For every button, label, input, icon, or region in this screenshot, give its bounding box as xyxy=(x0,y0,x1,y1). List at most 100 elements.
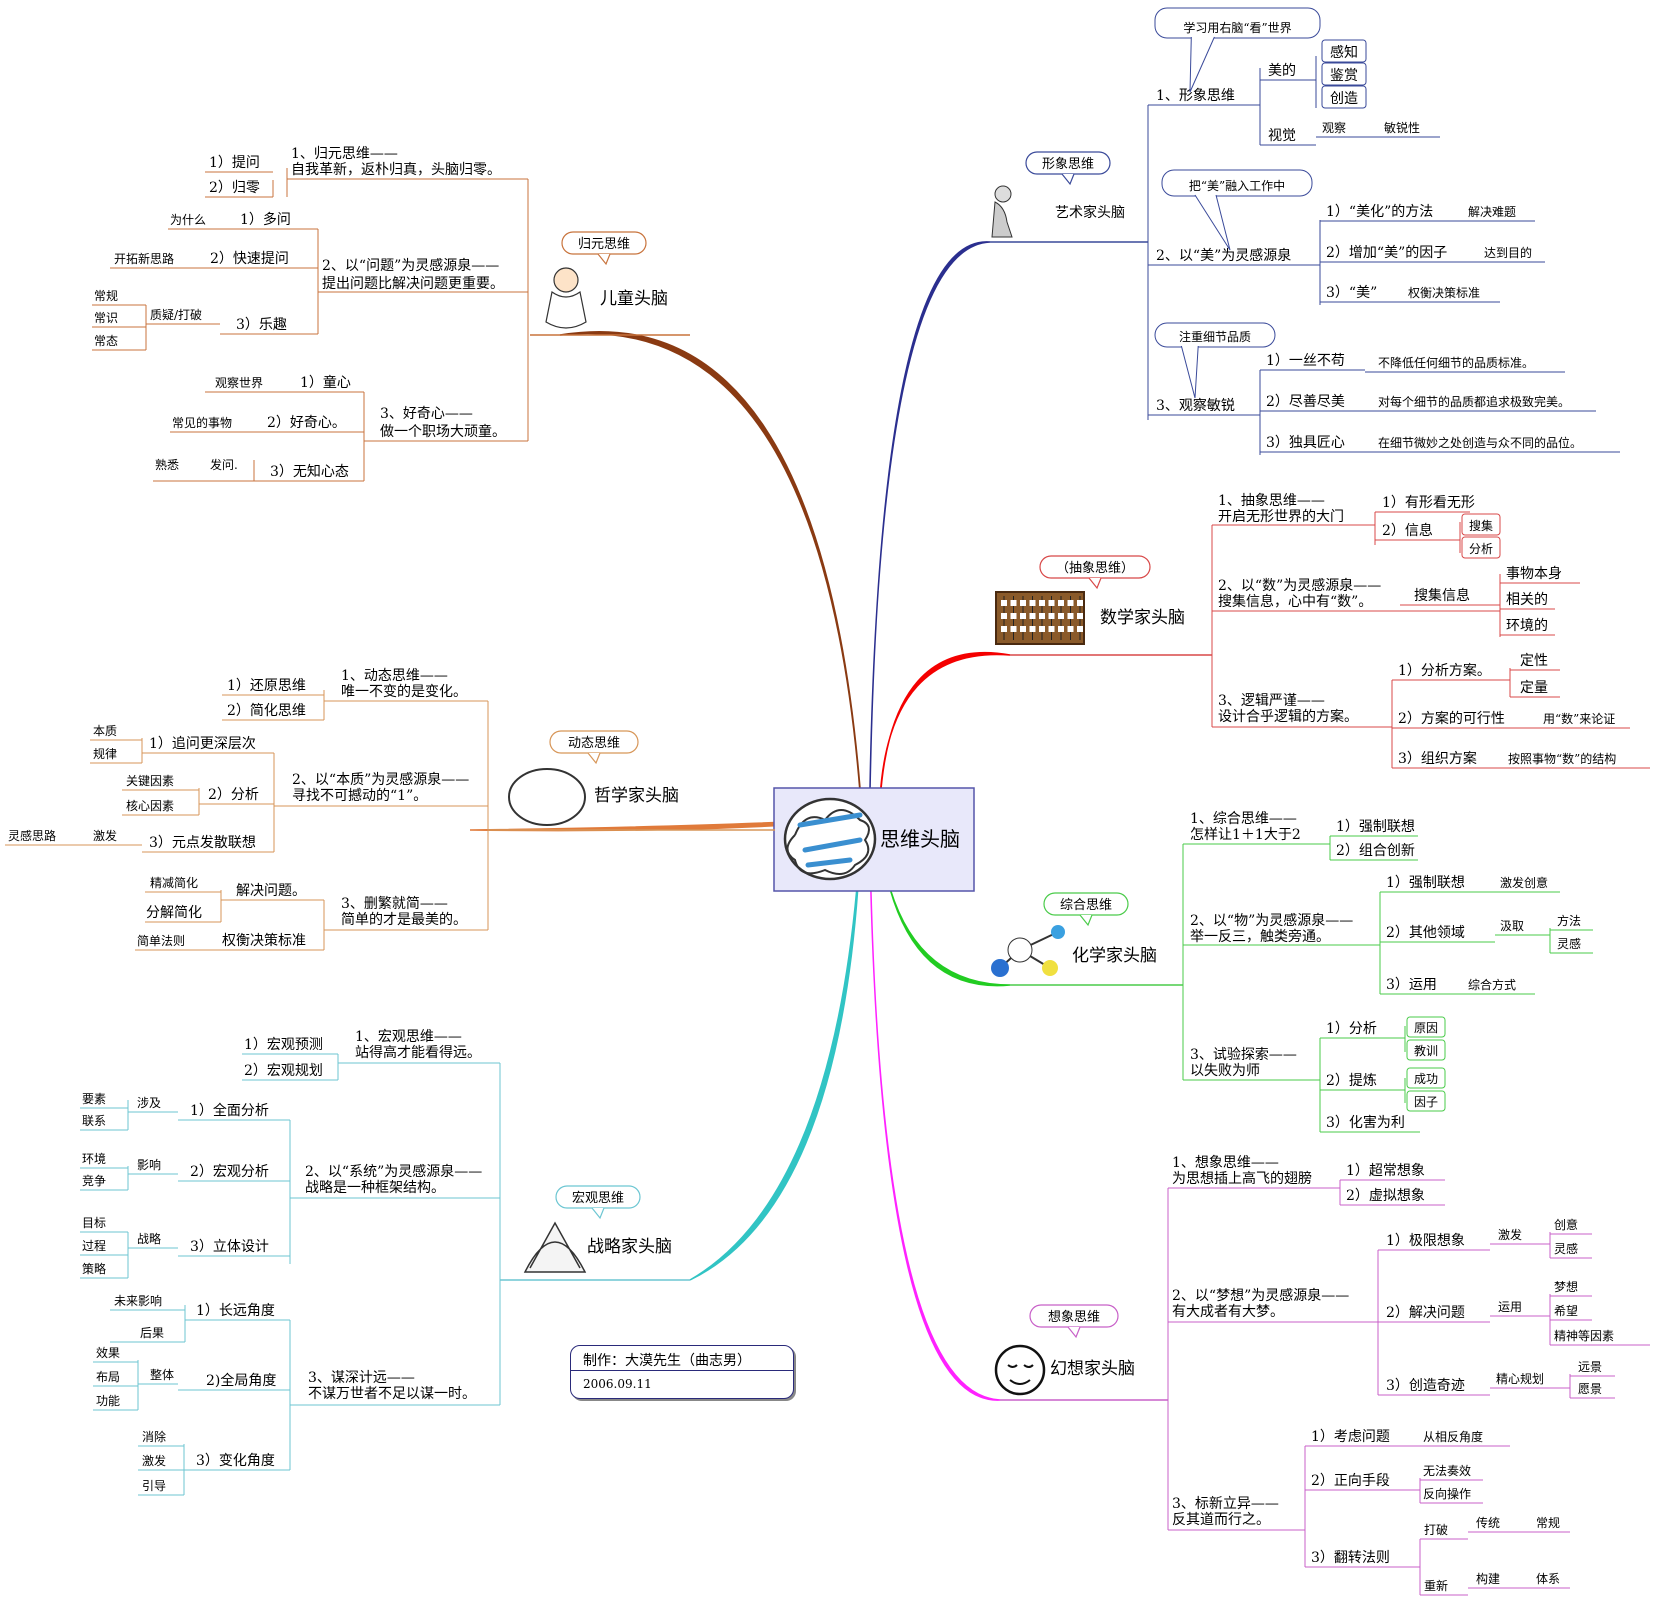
node-label: 激发 xyxy=(142,1453,166,1468)
node-label: 3）独具匠心 xyxy=(1266,435,1345,451)
callout-artist-s3-pointer xyxy=(1180,345,1199,399)
node-label: 2）正向手段 xyxy=(1311,1473,1390,1489)
tag-chem-label: 综合思维 xyxy=(1060,898,1112,913)
egg-icon xyxy=(508,768,586,826)
math-s1-head: 1、抽象思维—— xyxy=(1218,493,1325,509)
node-label: 关键因素 xyxy=(126,774,174,788)
node-label: 2）组合创新 xyxy=(1336,843,1415,859)
molecule-atom xyxy=(1042,960,1058,976)
node-label: 本质 xyxy=(93,724,117,738)
node-label: 策略 xyxy=(82,1261,106,1276)
node-label: 2）其他领域 xyxy=(1386,925,1465,941)
brain-folds xyxy=(786,809,870,875)
artist-leaf: 鉴赏 xyxy=(1330,68,1358,84)
tag-strategy-pointer xyxy=(591,1207,605,1220)
math-leaf: 分析 xyxy=(1469,542,1493,556)
philo-s1-head: 1、动态思维—— xyxy=(341,668,448,684)
strategy-s2-head: 2、以“系统”为灵感源泉—— xyxy=(305,1163,482,1180)
node-label: 3）乐趣 xyxy=(236,317,287,333)
tag-math: （抽象思维） xyxy=(1039,555,1151,590)
child-s2-head: 提出问题比解决问题更重要。 xyxy=(322,276,504,292)
node-label: 视觉 xyxy=(1268,128,1296,144)
node-label: 梦想 xyxy=(1554,1279,1578,1294)
molecule-atom xyxy=(1007,937,1033,963)
node-label: 2）归零 xyxy=(209,179,260,196)
callout-artist-s3-bubble xyxy=(1154,322,1276,348)
philo-s1-head: 唯一不变的是变化。 xyxy=(341,684,467,700)
child-s1-head: 1、归元思维—— xyxy=(291,145,398,162)
node-label: 灵感 xyxy=(1554,1241,1578,1256)
child-icon xyxy=(545,267,587,329)
node-label: 按照事物“数”的结构 xyxy=(1508,751,1616,766)
node-label: 愿景 xyxy=(1578,1382,1602,1396)
child-body xyxy=(545,290,587,329)
node-label: 功能 xyxy=(96,1394,120,1408)
brain-icon xyxy=(783,797,877,881)
node-label: 常规 xyxy=(94,288,118,303)
node-label: 2）宏观分析 xyxy=(190,1164,269,1180)
abacus-bead xyxy=(1077,600,1083,606)
tag-artist: 形象思维 xyxy=(1025,151,1111,186)
node-label: 运用 xyxy=(1498,1300,1522,1314)
node-label: 2）解决问题 xyxy=(1386,1305,1465,1321)
node-label: 联系 xyxy=(82,1114,106,1128)
node-label: 精神等因素 xyxy=(1554,1329,1614,1343)
node-label: 要素 xyxy=(82,1092,106,1106)
node-label: 3）变化角度 xyxy=(196,1453,275,1469)
node-label: 搜集信息 xyxy=(1414,587,1470,604)
node-label: 1）还原思维 xyxy=(227,678,306,694)
child-s1-head: 自我革新，返朴归真，头脑归零。 xyxy=(291,161,501,178)
node-label: 权衡决策标准 xyxy=(1408,286,1480,300)
callout-artist-s1-label: 学习用右脑“看”世界 xyxy=(1183,20,1291,35)
callout-artist-s2-bubble xyxy=(1161,169,1313,197)
credit-date: 2006.09.11 xyxy=(583,1377,652,1391)
callout-artist-s2: 把“美”融入工作中 xyxy=(1161,169,1313,251)
abacus-bead xyxy=(1077,626,1083,632)
philo-s2-head: 2、以“本质”为灵感源泉—— xyxy=(292,771,469,788)
abacus-bead xyxy=(1001,626,1007,632)
artist-leaf-box xyxy=(1321,39,1367,63)
tag-strategy-label: 宏观思维 xyxy=(572,1191,624,1206)
abacus-bead xyxy=(1029,600,1036,606)
node-label: 定性 xyxy=(1520,653,1548,669)
node-label: 开拓新思路 xyxy=(114,251,174,266)
node-label: 1）分析 xyxy=(1326,1021,1377,1037)
node-label: 2）分析 xyxy=(208,787,259,803)
node-label: 3）“美” xyxy=(1326,285,1377,301)
abacus-bead xyxy=(1029,613,1036,619)
branch-title-artist: 艺术家头脑 xyxy=(1055,204,1125,221)
node-label: 2）快速提问 xyxy=(210,251,289,267)
node-label: 2）信息 xyxy=(1382,522,1433,539)
brain-arrows xyxy=(797,812,863,868)
child-s3-leaf: 熟悉 xyxy=(155,457,179,472)
chem-leaf-box xyxy=(1406,1090,1446,1112)
branch-title-philo: 哲学家头脑 xyxy=(594,786,679,806)
node-label: 常态 xyxy=(94,334,118,348)
abacus-bead xyxy=(1039,626,1045,632)
abacus-bead xyxy=(1010,626,1017,632)
chem-s3-head: 3、试验探索—— xyxy=(1190,1046,1297,1063)
philo-s3-head: 简单的才是最美的。 xyxy=(341,911,467,928)
child-s3-head: 做一个职场大顽童。 xyxy=(380,423,506,440)
abacus-bead xyxy=(1010,600,1017,606)
thinker-icon xyxy=(991,185,1013,238)
node-label: 2）增加“美”的因子 xyxy=(1326,245,1447,261)
node-label: 构建 xyxy=(1476,1571,1500,1586)
abacus-bead xyxy=(1067,600,1074,606)
fantasy-s1-head: 为思想插上高飞的翅膀 xyxy=(1172,1170,1312,1187)
tag-child: 归元思维 xyxy=(561,231,647,266)
philo-s3-leaf: 简单法则 xyxy=(137,934,185,948)
abacus-bead xyxy=(1001,613,1007,619)
chem-leaf: 教训 xyxy=(1414,1043,1438,1058)
node-label: 不降低任何细节的品质标准。 xyxy=(1378,355,1534,370)
node-label: 1）考虑问题 xyxy=(1311,1429,1390,1445)
trunk-math xyxy=(879,651,1011,802)
chem-leaf-box xyxy=(1406,1039,1446,1061)
node-label: 方法 xyxy=(1557,913,1581,928)
trunk-strategy xyxy=(689,848,861,1281)
strategy-s3-head: 3、谋深计远—— xyxy=(308,1370,415,1386)
child-s3-leaf: 常见的事物 xyxy=(172,415,232,430)
tag-philo: 动态思维 xyxy=(549,730,639,765)
node-label: 灵感 xyxy=(1557,936,1581,951)
tag-child-label: 归元思维 xyxy=(578,237,630,252)
